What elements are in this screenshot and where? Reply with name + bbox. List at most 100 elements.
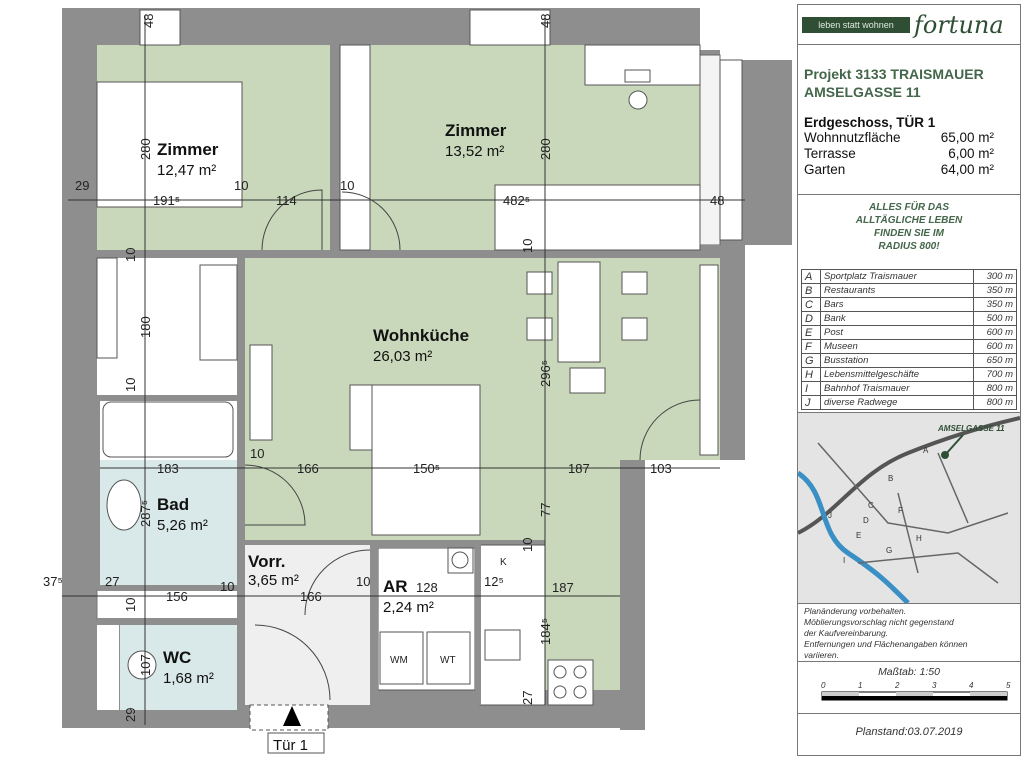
amenity-key: A (801, 269, 821, 284)
room-vorr-name: Vorr. (248, 552, 285, 571)
windows (139, 9, 743, 456)
dim-label: 10 (520, 239, 535, 253)
dim-label: 10 (123, 598, 138, 612)
bathtub (102, 401, 234, 458)
map-letter: J (828, 511, 832, 520)
dimension-lines (62, 15, 745, 725)
dim-label: 287⁵ (138, 500, 153, 527)
amenity-key: F (801, 339, 821, 354)
map-letter: H (916, 534, 922, 543)
amenity-distance: 350 m (973, 283, 1017, 298)
amenity-name: Museen (820, 339, 974, 354)
sink (484, 629, 521, 661)
dim-label: 280 (538, 138, 553, 160)
dim-label: 12⁵ (484, 574, 504, 589)
dim-label: 166 (300, 589, 322, 604)
dim-label: 10 (123, 248, 138, 262)
dim-label: 166 (297, 461, 319, 476)
dim-label: 77 (538, 503, 553, 517)
washing-machine-label: WM (390, 655, 408, 666)
dim-label: 103 (650, 461, 672, 476)
room-zimmer-1-name: Zimmer (157, 140, 219, 159)
dim-label: 48 (141, 14, 156, 28)
amenity-key: J (801, 395, 821, 410)
logo-brand: fortuna (914, 10, 1004, 39)
dim-label: 150⁵ (413, 461, 440, 476)
logo-tagline: leben statt wohnen (802, 16, 910, 33)
amenity-name: Restaurants (820, 283, 974, 298)
map-letter: G (886, 546, 892, 555)
svg-text:0: 0 (821, 681, 826, 690)
amenity-distance: 600 m (973, 325, 1017, 340)
svg-text:5: 5 (1006, 681, 1011, 690)
room-bad-area: 5,26 m² (157, 517, 208, 534)
map-letter: I (843, 556, 845, 565)
room-ar-area: 2,24 m² (383, 599, 434, 616)
dim-label: 37⁵ (43, 574, 63, 589)
dim-label: 184⁵ (538, 618, 553, 645)
amenity-distance: 500 m (973, 311, 1017, 326)
unit-title: Erdgeschoss, TÜR 1 (804, 115, 936, 130)
amenity-key: D (801, 311, 821, 326)
amenity-key: H (801, 367, 821, 382)
scale-label: Maßtab: 1:50 (878, 666, 940, 678)
svg-text:1: 1 (858, 681, 862, 690)
dim-label: 10 (250, 446, 264, 461)
dim-label: 48 (538, 14, 553, 28)
amenity-key: I (801, 381, 821, 396)
map-letter: E (856, 531, 861, 540)
svg-text:3: 3 (932, 681, 937, 690)
dim-label: 10 (356, 574, 370, 589)
entrance-label: Tür 1 (273, 737, 308, 754)
furniture (96, 44, 701, 706)
amenity-distance: 350 m (973, 297, 1017, 312)
amenity-key: G (801, 353, 821, 368)
room-zimmer-1-area: 12,47 m² (157, 162, 216, 179)
toilet (127, 650, 157, 680)
dim-label: 29 (75, 178, 89, 193)
amenity-key: C (801, 297, 821, 312)
amenity-name: Bahnhof Traismauer (820, 381, 974, 396)
dim-label: 10 (123, 378, 138, 392)
dim-label: 280 (138, 138, 153, 160)
bed (96, 81, 243, 208)
plan-date: Planstand:03.07.2019 (855, 726, 963, 738)
map-letter: A (923, 446, 929, 455)
dim-label: 27 (105, 574, 119, 589)
dim-label: 187 (552, 580, 574, 595)
sofa-bed (494, 184, 701, 251)
inner-walls (97, 45, 720, 730)
amenity-distance: 650 m (973, 353, 1017, 368)
amenity-name: Lebensmittelgeschäfte (820, 367, 974, 382)
dim-label: 10 (220, 579, 234, 594)
room-vorr-floor (245, 545, 370, 705)
location-map: AMSELGASSE 11 A B C D E F G H I J (796, 412, 1021, 605)
map-letter: C (868, 501, 874, 510)
fridge-label: K (500, 557, 507, 568)
dim-label: 10 (340, 178, 354, 193)
map-letter: F (898, 506, 903, 515)
map-address-label: AMSELGASSE 11 (937, 424, 1005, 433)
info-panel: leben statt wohnen fortuna Projekt 3133 … (796, 4, 1021, 756)
dim-label: 107 (138, 654, 153, 676)
amenity-name: Sportplatz Traismauer (820, 269, 974, 284)
amenity-name: Post (820, 325, 974, 340)
dim-label: 296⁵ (538, 360, 553, 387)
svg-text:4: 4 (969, 681, 974, 690)
sofa (371, 384, 481, 536)
dim-label: 48 (710, 193, 724, 208)
